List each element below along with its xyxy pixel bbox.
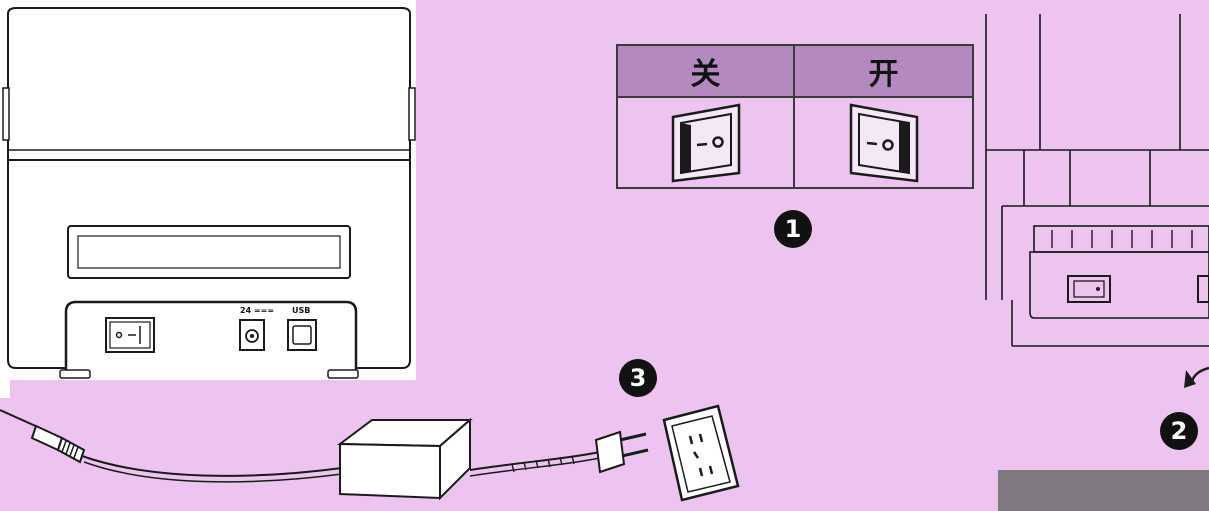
switch-off-cell <box>618 98 795 187</box>
usb-port-label: USB <box>292 306 311 315</box>
switch-state-table: 关 开 <box>616 44 974 189</box>
off-label: 关 <box>618 46 795 98</box>
printer-rear-illustration <box>0 0 416 380</box>
step-3-badge: 3 <box>619 359 657 397</box>
switch-on-cell <box>795 98 972 187</box>
on-label: 开 <box>795 46 972 98</box>
step-1-badge: 1 <box>774 210 812 248</box>
rocker-switch-on-icon <box>849 103 918 182</box>
dc-port-label: 24 === <box>240 306 275 315</box>
step-2-badge: 2 <box>1160 412 1198 450</box>
rocker-switch-off-icon <box>671 103 740 182</box>
